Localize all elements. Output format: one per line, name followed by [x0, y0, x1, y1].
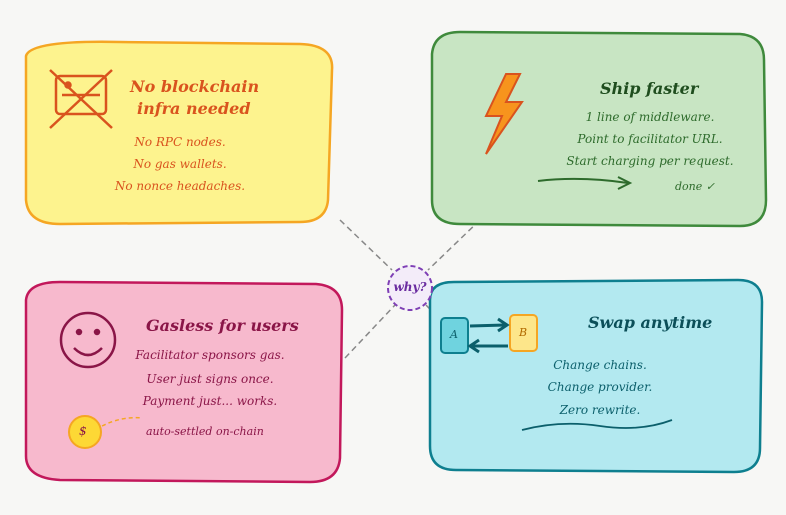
coin-symbol: $: [79, 424, 87, 438]
gasless-line-1: Facilitator sponsors gas.: [135, 348, 285, 362]
ship-line-3: Start charging per request.: [566, 154, 734, 168]
ship-done-note: done ✓: [675, 180, 715, 193]
infra-title-line-2: infra needed: [137, 99, 251, 118]
coin-icon: [68, 415, 102, 449]
underline-squiggle: [521, 419, 673, 431]
arrow-icon: [537, 177, 629, 184]
connector-infra: [339, 219, 393, 271]
infra-title-line-1: No blockchain: [130, 77, 260, 96]
lightning-bolt-icon: [484, 73, 524, 155]
ship-line-2: Point to facilitator URL.: [577, 132, 723, 146]
smiley-face-icon: [59, 311, 117, 369]
card-gasless: [24, 280, 344, 484]
gasless-title: Gasless for users: [146, 316, 299, 335]
node-a-label: A: [450, 328, 458, 341]
card-ship-faster: [430, 30, 768, 228]
connector-gasless: [344, 304, 396, 359]
coin-dashed-link: [101, 416, 143, 427]
infra-line-2: No gas wallets.: [133, 157, 227, 171]
ship-title: Ship faster: [600, 79, 699, 98]
swap-arrows-icon: [467, 317, 510, 354]
why-badge: [387, 265, 433, 311]
node-a-box: [440, 317, 469, 354]
gasless-line-3: Payment just... works.: [142, 394, 278, 408]
node-b-box: [509, 314, 538, 352]
card-no-infra: [24, 40, 334, 226]
why-label: why?: [393, 280, 427, 294]
gasless-line-2: User just signs once.: [146, 372, 274, 386]
connector-ship: [427, 219, 481, 271]
crossed-server-icon: [49, 69, 113, 129]
infra-line-3: No nonce headaches.: [114, 179, 246, 193]
swap-line-3: Zero rewrite.: [559, 403, 641, 417]
node-b-label: B: [519, 326, 528, 339]
ship-line-1: 1 line of middleware.: [585, 110, 715, 124]
swap-line-1: Change chains.: [553, 358, 647, 372]
swap-line-2: Change provider.: [547, 380, 653, 394]
card-swap-anytime: [428, 278, 764, 474]
gasless-note: auto-settled on-chain: [146, 425, 264, 438]
swap-title: Swap anytime: [588, 313, 713, 332]
infra-line-1: No RPC nodes.: [134, 135, 226, 149]
